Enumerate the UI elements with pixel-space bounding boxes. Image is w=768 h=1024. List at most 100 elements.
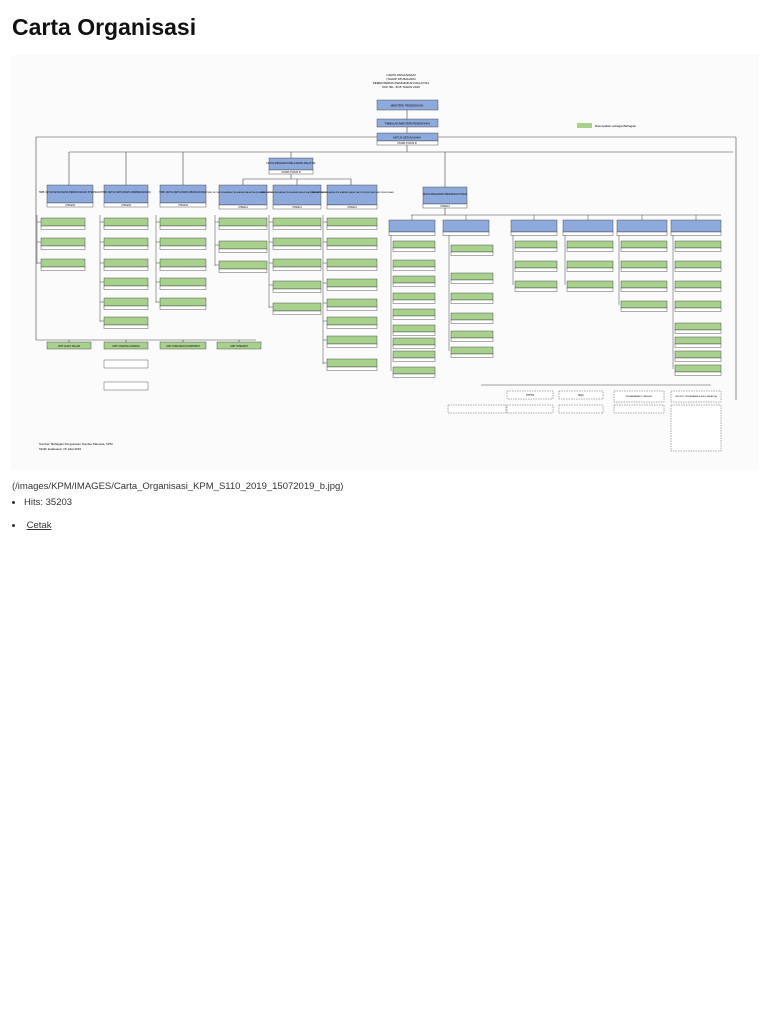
division-box [326,298,378,308]
division-box [674,240,722,249]
branch-head-box [442,219,490,233]
division-grade-box [272,310,322,315]
division-box [272,237,322,247]
division-box [103,316,149,326]
division-grade-box [218,268,268,273]
kppt-grade: UTAMA A [440,205,450,208]
branch-head-box [670,219,722,233]
division-grade-box [566,267,614,272]
division-grade-box [674,371,722,376]
division-box [620,260,668,269]
agency-mqa-label: MQA [578,394,584,397]
print-item: Cetak [24,520,72,531]
branch-head-grade-box [616,231,668,236]
box-ksu-grade [376,140,439,146]
ktsu-unit-3: TIMB. KETUA SETIAUSAHA (PENGURUSAN) UTAM… [159,152,207,208]
ktsu-unit-1-grade: UTAMA B [65,204,75,207]
tkppm-unit-2: TIMB. KETUA PENGARAH PELAJARAN MALAYSIA … [260,179,334,210]
division-box [566,240,614,249]
division-grade-box [159,225,207,230]
division-box [392,259,436,268]
kppt-label: KETUA PENGARAH PENDIDIKAN TINGGI [423,193,468,196]
tkppm-unit-1-grade: UTAMA A [238,206,248,209]
branch-head-grade-box [510,231,558,236]
division-box [40,237,86,247]
division-grade-box [159,285,207,290]
branch-head-grade-box [388,231,436,236]
info-list: Hits: 35203 Cetak [12,497,72,543]
division-grade-box [392,247,436,252]
division-box [218,217,268,227]
division-grade-box [450,319,494,324]
division-box [620,300,668,309]
bottom-units: UNIT AUDIT DALAM UNIT UNDANG-UNDANG UNIT… [36,339,262,391]
branch-head-box [510,219,558,233]
division-grade-box [159,245,207,250]
legend-swatch [577,123,592,128]
chart-source-1: Sumber: Bahagian Pengurusan Sumber Manus… [39,442,113,446]
division-grade-box [272,245,322,250]
division-box [450,346,494,355]
box-timbalan-menteri-label: TIMBALAN MENTERI PENDIDIKAN [384,122,429,126]
division-grade-box [326,366,378,371]
division-box [159,258,207,268]
division-grade-box [674,357,722,362]
division-grade-box [450,279,494,284]
division-box [392,366,436,375]
chart-header-4: KKP. BIL. 8/15 TAHUN 2019 [382,85,420,89]
division-grade-box [566,287,614,292]
box-pejabat [103,381,149,391]
division-grade-box [392,282,436,287]
division-grade-box [326,343,378,348]
division-grade-box [326,324,378,329]
division-grade-box [103,245,149,250]
box-ksu-grade-label: UTAMA TURUS III [397,142,417,145]
division-box [392,324,436,333]
page-title: Carta Organisasi [12,14,197,40]
division-grade-box [392,315,436,320]
chart-header-2: (TAHAP 1B) BAHARU [386,77,416,81]
division-box [103,297,149,307]
unit-integriti-label: UNIT INTEGRITI [230,345,248,348]
division-box [674,350,722,359]
ktsu-unit-2: TIMB. KETUA SETIAUSAHA (PEMBANGUNAN) UTA… [101,152,151,208]
division-grade-box [326,306,378,311]
agency-ptptn [506,390,554,400]
agency-mqa [558,390,604,400]
unit-undang-undang-label: UNIT UNDANG-UNDANG [112,345,140,348]
branch-head-grade-box [562,231,614,236]
legend-label: Disenyaikan sebagai Bahagian [595,124,637,128]
division-box [326,278,378,288]
division-box [392,275,436,284]
division-box [674,322,722,331]
division-grade-box [103,225,149,230]
division-box [450,292,494,301]
chart-source-2: Tarikh kuatkuasa: 15 Julai 2019 [39,447,81,451]
division-grade-box [674,307,722,312]
division-grade-box [326,266,378,271]
division-grade-box [218,248,268,253]
ktsu-unit-1: TIMB. KETUA SETIAUSAHA (PERANCANGAN STRA… [39,152,102,208]
division-box [450,272,494,281]
division-grade-box [620,267,668,272]
branch-head-box [616,219,668,233]
division-box [326,316,378,326]
org-chart-image: CARTA ORGANISASI (TAHAP 1B) BAHARU KEMEN… [11,55,759,470]
division-grade-box [103,285,149,290]
division-grade-box [272,288,322,293]
division-grade-box [566,247,614,252]
division-grade-box [40,245,86,250]
division-grade-box [392,266,436,271]
division-grade-box [272,266,322,271]
division-grade-box [218,225,268,230]
agency-ptptn-label: PTPTN [526,394,534,397]
division-grade-box [514,287,558,292]
division-grade-box [392,299,436,304]
right-heads [388,215,722,236]
division-box [103,217,149,227]
print-link[interactable]: Cetak [26,520,52,531]
division-grade-box [514,267,558,272]
agency-itbm-label: INSTITUT TERJEMAHAN & BUKU MALAYSIA [675,395,717,398]
kppt-unit: KETUA PENGARAH PENDIDIKAN TINGGI UTAMA A [411,152,721,216]
division-box [326,237,378,247]
